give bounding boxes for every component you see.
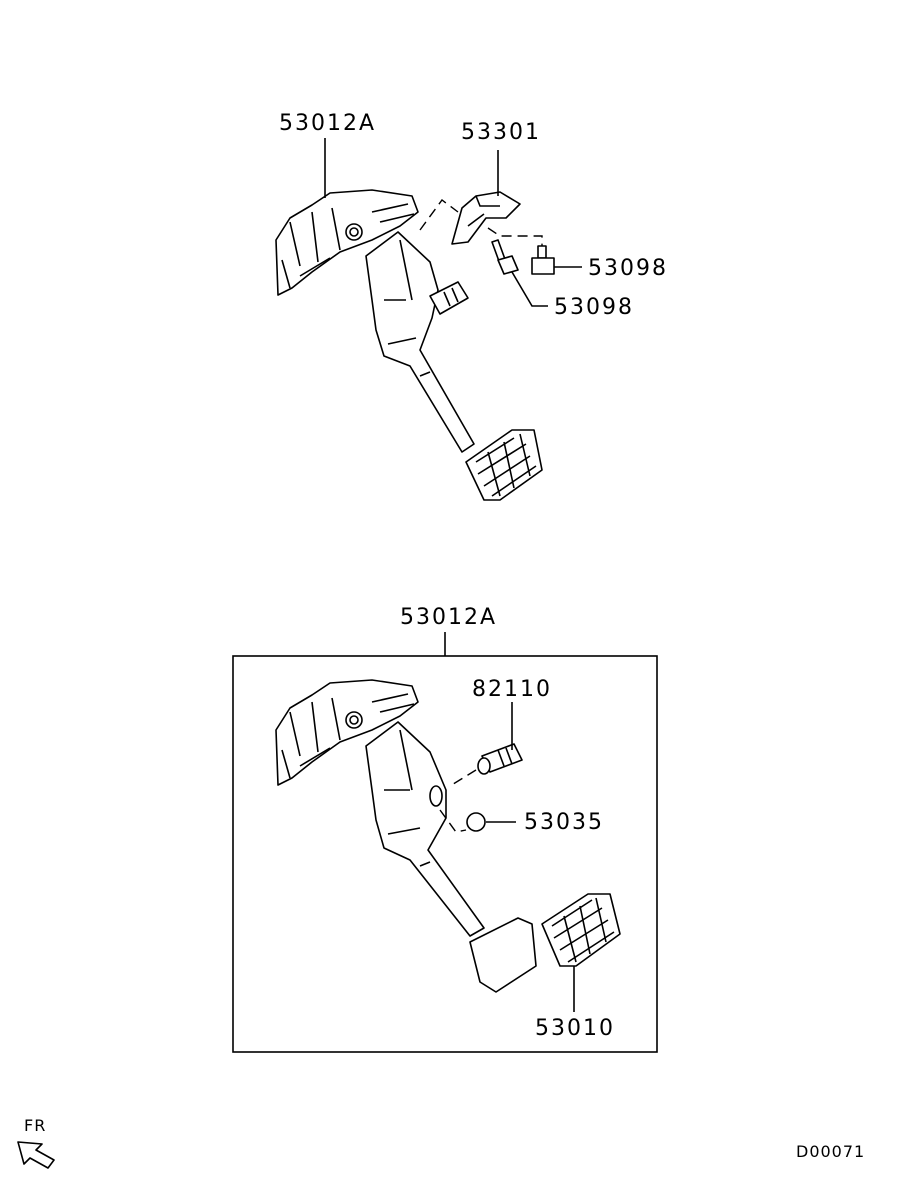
lower-pedal-assembly xyxy=(275,679,537,993)
diagram-code: D00071 xyxy=(796,1142,866,1161)
label-upper-53301: 53301 xyxy=(461,120,541,145)
stopper-53035 xyxy=(466,812,486,832)
label-lower-53010: 53010 xyxy=(535,1016,615,1041)
upper-pedal-assembly xyxy=(275,189,543,501)
label-lower-53012A: 53012A xyxy=(400,605,498,630)
bolt-53098-lower xyxy=(491,239,519,275)
leader-upper-53098-lower xyxy=(511,271,548,307)
label-upper-53098-right: 53098 xyxy=(588,256,668,281)
fr-arrow-icon xyxy=(17,1141,55,1169)
pad-53010 xyxy=(541,893,621,967)
label-upper-53098-lower: 53098 xyxy=(554,295,634,320)
label-lower-82110: 82110 xyxy=(472,677,552,702)
bolt-53098-right xyxy=(531,245,555,275)
direction-label: FR xyxy=(24,1116,47,1135)
label-upper-53012A: 53012A xyxy=(279,111,377,136)
label-lower-53035: 53035 xyxy=(524,810,604,835)
bracket-53301 xyxy=(451,191,521,245)
switch-82110 xyxy=(477,743,523,775)
